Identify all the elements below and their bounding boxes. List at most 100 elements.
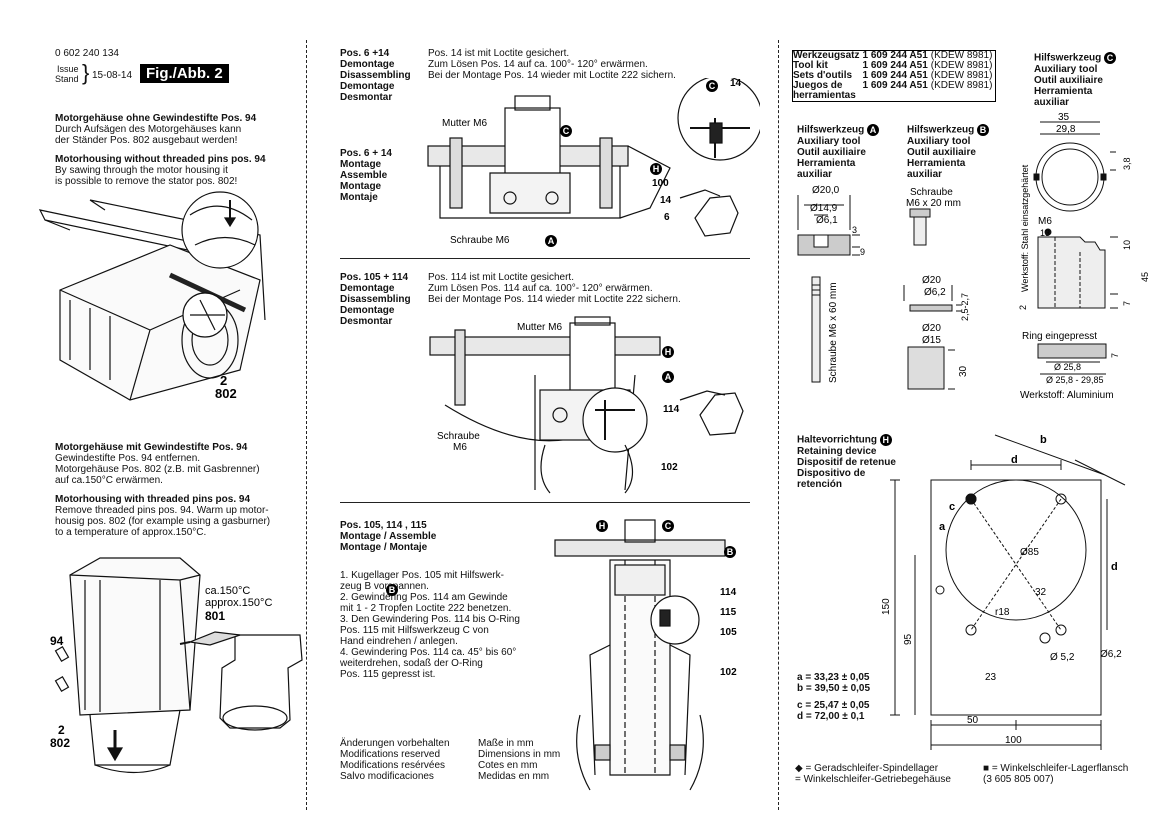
holder-d62: Ø6,2 — [1100, 649, 1122, 660]
toolC-drawing: 35 29,8 3,8 M6 13 10 45 7 2 Werkstoff: S… — [1018, 112, 1150, 401]
toolC-w2: 29,8 — [1056, 124, 1076, 135]
blockC-drawing: 114 115 105 102 — [554, 519, 737, 791]
blockA-circle-c2: C — [560, 122, 572, 140]
blockC-title: Pos. 105, 114 , 115 Montage / Assemble M… — [340, 520, 437, 553]
blockC-steps: 1. Kugellager Pos. 105 mit Hilfswerk- ze… — [340, 570, 520, 680]
toolB-h2: 30 — [958, 365, 969, 377]
s1-title-de: Motorgehäuse ohne Gewindestifte Pos. 94 — [55, 113, 257, 124]
step1-circle-b: B — [386, 581, 398, 599]
s1-text-de-2: der Ständer Pos. 802 ausgebaut werden! — [55, 135, 238, 146]
blockB-114: 114 — [663, 404, 680, 415]
toolC-steel: Werkstoff: Stahl einsatzgehärtet — [1020, 164, 1030, 292]
holder-b: b — [1040, 434, 1047, 446]
toolB-d3: Ø20 — [922, 323, 941, 334]
toolC-h3: 45 — [1140, 272, 1150, 282]
blockB-circle-a: A — [662, 368, 674, 386]
temp-label-2: approx.150°C — [205, 597, 272, 609]
blockA-title-assemble: Pos. 6 + 14 Montage Assemble Montage Mon… — [340, 148, 392, 203]
blockC-circle-c: C — [662, 517, 674, 535]
toolA-h1: 3 — [852, 225, 857, 235]
blockB-schraube1: Schraube — [437, 431, 480, 442]
toolA-rod-label: Schraube M6 x 60 mm — [828, 282, 839, 383]
holder-95: 95 — [903, 633, 914, 645]
issue-label: Issue — [57, 64, 79, 74]
toolC-rh: 7 — [1110, 353, 1120, 358]
toolA-d1: Ø20,0 — [812, 185, 840, 196]
toolC-title: Hilfswerkzeug C Auxiliary tool Outil aux… — [1034, 52, 1117, 108]
s2-text-de-2: Motorgehäuse Pos. 802 (z.B. mit Gasbrenn… — [55, 464, 260, 475]
s2-text-en-1: Remove threaded pins pos. 94. Warm up mo… — [55, 505, 269, 516]
holder-d85: Ø85 — [1020, 547, 1039, 558]
toolC-ring: Ring eingepresst — [1022, 331, 1097, 342]
toolB-drawing: Schraube M6 x 20 mm Ø20 Ø6,2 2,5-2,7 Ø20… — [903, 187, 970, 390]
holder-50: 50 — [967, 715, 979, 726]
s2-title-en: Motorhousing with threaded pins pos. 94 — [55, 494, 251, 505]
toolC-rd1: Ø 25,8 — [1054, 362, 1081, 372]
holder-a: a — [939, 521, 946, 533]
holder-d2: d — [1111, 561, 1118, 573]
holder-title: Haltevorrichtung H Retaining device Disp… — [797, 434, 896, 490]
blockB-drawing: Mutter M6 Schraube M6 114 102 — [429, 316, 744, 494]
toolA-d3: Ø6,1 — [816, 215, 838, 226]
blockC-115: 115 — [720, 607, 737, 618]
toolA-title: Hilfswerkzeug A Auxiliary tool Outil aux… — [797, 124, 880, 180]
blockA-circle-a: A — [545, 232, 557, 250]
toolA-drawing: Ø20,0 Ø14,9 Ø6,1 3 9 Schraube M6 x 60 mm — [797, 185, 865, 383]
legend-left: ◆ = Geradschleifer-Spindellager = Winkel… — [795, 763, 951, 785]
blockA-title: Pos. 6 +14 Demontage Disassembling Demon… — [340, 48, 411, 103]
fig1-label-2: 2 — [220, 373, 227, 388]
toolB-d4: Ø15 — [922, 335, 941, 346]
label-94: 94 — [50, 634, 64, 648]
holder-r18: r18 — [995, 607, 1010, 618]
dimension-values: a = 33,23 ± 0,05 b = 39,50 ± 0,05 c = 25… — [797, 672, 871, 722]
blockA-schraube: Schraube M6 — [450, 235, 510, 246]
blockB-schraube2: M6 — [453, 442, 467, 453]
temp-label-1: ca.150°C — [205, 585, 250, 597]
holder-drawing: d b d a c Ø85 32 r18 23 Ø 5,2 Ø6,2 150 9… — [881, 434, 1126, 750]
toolC-h5: 2 — [1018, 305, 1028, 310]
s2-title-de: Motorgehäuse mit Gewindestifte Pos. 94 — [55, 442, 248, 453]
blockC-114: 114 — [720, 587, 737, 598]
holder-32: 32 — [1035, 587, 1047, 598]
blockA-14b: 14 — [660, 195, 672, 206]
toolA-d2: Ø14,9 — [810, 203, 838, 214]
toolC-h1: 3,8 — [1122, 157, 1132, 170]
s2-text-en-2: housig pos. 802 (for example using a gas… — [55, 516, 271, 527]
blockC-circle-h: H — [596, 517, 608, 535]
blockA-14a: 14 — [730, 78, 742, 89]
toolC-w1: 35 — [1058, 112, 1070, 123]
toolB-screw1: Schraube — [910, 187, 953, 198]
blockC-circle-b: B — [724, 543, 736, 561]
label-802: 802 — [50, 736, 70, 750]
blockB-circle-h: H — [662, 343, 674, 361]
toolB-title: Hilfswerkzeug B Auxiliary tool Outil aux… — [907, 124, 990, 180]
blockA-100: 100 — [652, 178, 669, 189]
blockC-102: 102 — [720, 667, 737, 678]
fig1-label-802: 802 — [215, 386, 237, 401]
toolB-d2: Ø6,2 — [924, 287, 946, 298]
holder-150: 150 — [881, 598, 892, 615]
s2-text-de-3: auf ca.150°C erwärmen. — [55, 475, 163, 486]
toolC-m6: M6 — [1038, 216, 1052, 227]
blockB-102: 102 — [661, 462, 678, 473]
blockB-mutter: Mutter M6 — [517, 322, 562, 333]
s1-title-en: Motorhousing without threaded pins pos. … — [55, 154, 266, 165]
holder-c: c — [949, 501, 955, 513]
blockA-circle-c: C — [706, 77, 718, 95]
s1-text-de-1: Durch Aufsägen des Motorgehäuses kann — [55, 124, 242, 135]
blockA-circle-h: H — [650, 160, 662, 178]
blockB-text: Pos. 114 ist mit Loctite gesichert. Zum … — [428, 272, 681, 305]
stand-label: Stand — [55, 74, 79, 84]
blockA-6: 6 — [664, 212, 670, 223]
blockB-title: Pos. 105 + 114 Demontage Disassembling D… — [340, 272, 411, 327]
toolB-d1: Ø20 — [922, 275, 941, 286]
figure-label: Fig./Abb. 2 — [140, 64, 229, 83]
blockA-mutter: Mutter M6 — [442, 118, 487, 129]
blockC-105: 105 — [720, 627, 737, 638]
s2-text-de-1: Gewindestifte Pos. 94 entfernen. — [55, 453, 201, 464]
doc-number: 0 602 240 134 — [55, 48, 119, 59]
issue-date: 15-08-14 — [92, 70, 133, 81]
footer-modifications: Änderungen vorbehalten Modifications res… — [340, 738, 450, 782]
holder-100: 100 — [1005, 735, 1022, 746]
